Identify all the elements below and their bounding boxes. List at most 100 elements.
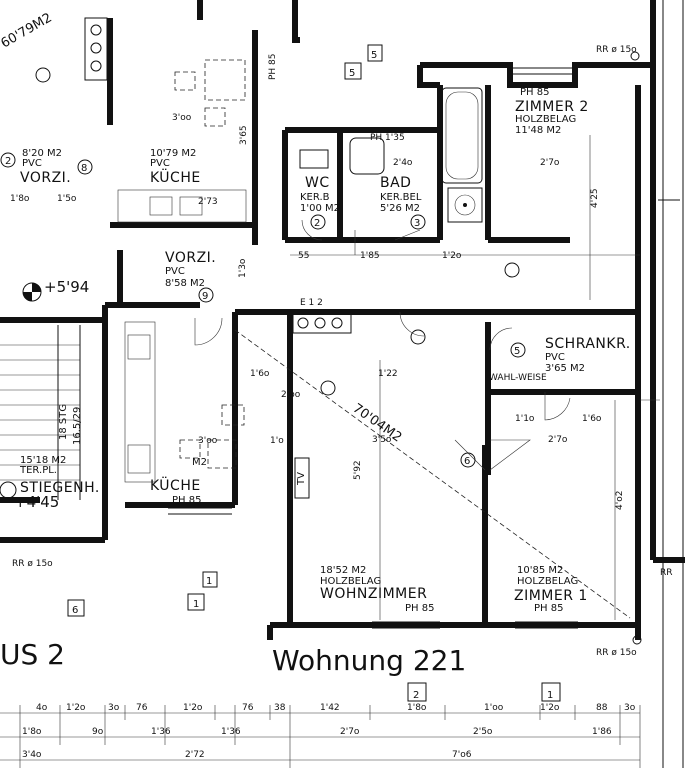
room-area-vorzi-top: 8'20 M2 bbox=[22, 148, 62, 159]
room-floor-vorzi-mid: PVC bbox=[165, 266, 185, 277]
room-number-schrankr: 5 bbox=[514, 346, 520, 357]
room-name-wohnzimmer: WOHNZIMMER bbox=[320, 586, 427, 602]
room-area-zimmer2: 11'48 M2 bbox=[515, 125, 561, 136]
tv-label: TV bbox=[296, 472, 307, 486]
room-floor-bad: KER.BEL bbox=[380, 192, 422, 203]
dim-r1-2: 3o bbox=[108, 703, 120, 713]
room-area-wohnzimmer: 18'52 M2 bbox=[320, 565, 366, 576]
dim-inner-14: 1'6o bbox=[250, 369, 270, 379]
room-name-schrankr: SCHRANKR. bbox=[545, 336, 631, 352]
room-floor-stiegenh: TER.PL. bbox=[19, 465, 57, 476]
boxed-references bbox=[67, 44, 561, 702]
fixtures bbox=[0, 17, 483, 500]
dim-inner-16: 1'6o bbox=[582, 414, 602, 424]
dim-inner-2: 2'4o bbox=[393, 158, 413, 168]
room-height-wohnzimmer: PH 85 bbox=[405, 603, 434, 614]
dim-inner-20: 2'73 bbox=[198, 197, 218, 207]
dim-inner-12: 4'o2 bbox=[615, 491, 625, 510]
dim-r1-7: 1'42 bbox=[320, 703, 340, 713]
dim-inner-15: 1'1o bbox=[515, 414, 535, 424]
dim-r2-6: 1'86 bbox=[592, 727, 612, 737]
doors bbox=[194, 219, 571, 471]
dim-r1-11: 88 bbox=[596, 703, 608, 713]
stairs-ratio: 16.5/29 bbox=[72, 407, 83, 445]
box1-left: 1 bbox=[193, 599, 199, 610]
dim-r1-6: 38 bbox=[274, 703, 286, 713]
dim-r1-3: 76 bbox=[136, 703, 148, 713]
dimension-row-3: 3'4o 2'72 7'o6 bbox=[22, 750, 472, 760]
stairs-count: 18 STG bbox=[58, 404, 69, 440]
room-area-schrankr: 3'65 M2 bbox=[545, 363, 585, 374]
dim-inner-3: 2'7o bbox=[540, 158, 560, 168]
dim-r2-1: 9o bbox=[92, 727, 104, 737]
dim-inner-0: 3'oo bbox=[172, 113, 192, 123]
room-name-zimmer1: ZIMMER 1 bbox=[514, 588, 588, 604]
dim-r1-12: 3o bbox=[624, 703, 636, 713]
room-area-bad: 5'26 M2 bbox=[380, 203, 420, 214]
dim-r3-2: 7'o6 bbox=[452, 750, 472, 760]
dim-inner-22: 1'o bbox=[270, 436, 284, 446]
box2-bottom: 2 bbox=[413, 690, 419, 701]
dim-inner-7: 55 bbox=[298, 251, 309, 261]
dim-r2-4: 2'7o bbox=[340, 727, 360, 737]
dim-r2-5: 2'5o bbox=[473, 727, 493, 737]
dim-r3-0: 3'4o bbox=[22, 750, 42, 760]
dim-inner-8: 1'3o bbox=[238, 258, 248, 278]
dim-inner-6: 1'2o bbox=[442, 251, 462, 261]
box1-bottom: 1 bbox=[547, 690, 553, 701]
dim-inner-19: 3'oo bbox=[198, 436, 218, 446]
dim-r1-5: 76 bbox=[242, 703, 254, 713]
room-name-vorzi-top: VORZI. bbox=[20, 170, 71, 186]
house-title: US 2 bbox=[0, 638, 65, 671]
room-number-kueche-low: 6 bbox=[464, 456, 470, 467]
dim-r1-4: 1'2o bbox=[183, 703, 203, 713]
room-number-vorzi-top: 2 bbox=[5, 156, 11, 167]
room-height-kueche-low: PH 85 bbox=[172, 495, 201, 506]
dim-inner-13: 1'22 bbox=[378, 369, 398, 379]
room-floor-zimmer2: HOLZBELAG bbox=[515, 114, 576, 125]
wahlweise-label: WAHL-WEISE bbox=[489, 373, 547, 383]
room-floor-schrankr: PVC bbox=[545, 352, 565, 363]
box5-top2: 5 bbox=[371, 50, 377, 61]
dim-inner-1: 3'65 bbox=[239, 125, 249, 145]
room-name-vorzi-mid: VORZI. bbox=[165, 250, 216, 266]
room-name-kueche-low: KÜCHE bbox=[150, 476, 201, 494]
room-height-zimmer2: PH 85 bbox=[520, 87, 549, 98]
reference-markers bbox=[0, 51, 642, 645]
room-area-zimmer1: 10'85 M2 bbox=[517, 565, 563, 576]
dimension-row-2: 1'8o 9o 1'36 1'36 2'7o 2'5o 1'86 bbox=[22, 727, 612, 737]
room-name-wc: WC bbox=[305, 175, 330, 191]
windows bbox=[168, 67, 680, 629]
box1-left2: 1 bbox=[206, 576, 212, 587]
dim-r2-3: 1'36 bbox=[221, 727, 241, 737]
area-top-left: 60'79M2 bbox=[0, 10, 55, 51]
room-floor-zimmer1: HOLZBELAG bbox=[517, 576, 578, 587]
dimension-lines bbox=[0, 135, 660, 768]
ph135-label: PH 1'35 bbox=[370, 133, 405, 143]
dim-r2-0: 1'8o bbox=[22, 727, 42, 737]
room-area-wc: 1'00 M2 bbox=[300, 203, 340, 214]
stove-label: E 1 2 bbox=[300, 298, 323, 308]
room-number-kueche-top: 8 bbox=[81, 163, 87, 174]
ph85-top-label: PH 85 bbox=[268, 53, 278, 80]
rr-bottom: RR ø 15o bbox=[596, 648, 637, 658]
room-floor-wohnzimmer: HOLZBELAG bbox=[320, 576, 381, 587]
dim-inner-5: 1'85 bbox=[360, 251, 380, 261]
room-name-bad: BAD bbox=[380, 175, 411, 191]
dim-inner-11: 2'7o bbox=[548, 435, 568, 445]
box5-top: 5 bbox=[349, 68, 355, 79]
room-name-kueche-top: KÜCHE bbox=[150, 168, 201, 186]
level-594: +5'94 bbox=[44, 278, 89, 296]
dim-r3-1: 2'72 bbox=[185, 750, 205, 760]
rr-left: RR ø 15o bbox=[12, 559, 53, 569]
room-floor-kueche-top: PVC bbox=[150, 158, 170, 169]
dim-r1-1: 1'2o bbox=[66, 703, 86, 713]
room-height-zimmer1: PH 85 bbox=[534, 603, 563, 614]
apartment-title: Wohnung 221 bbox=[272, 644, 466, 677]
room-area-vorzi-mid: 8'58 M2 bbox=[165, 278, 205, 289]
rr-top: RR ø 15o bbox=[596, 45, 637, 55]
room-name-zimmer2: ZIMMER 2 bbox=[515, 99, 589, 115]
box6-left: 6 bbox=[72, 605, 78, 616]
dim-r1-8: 1'8o bbox=[407, 703, 427, 713]
